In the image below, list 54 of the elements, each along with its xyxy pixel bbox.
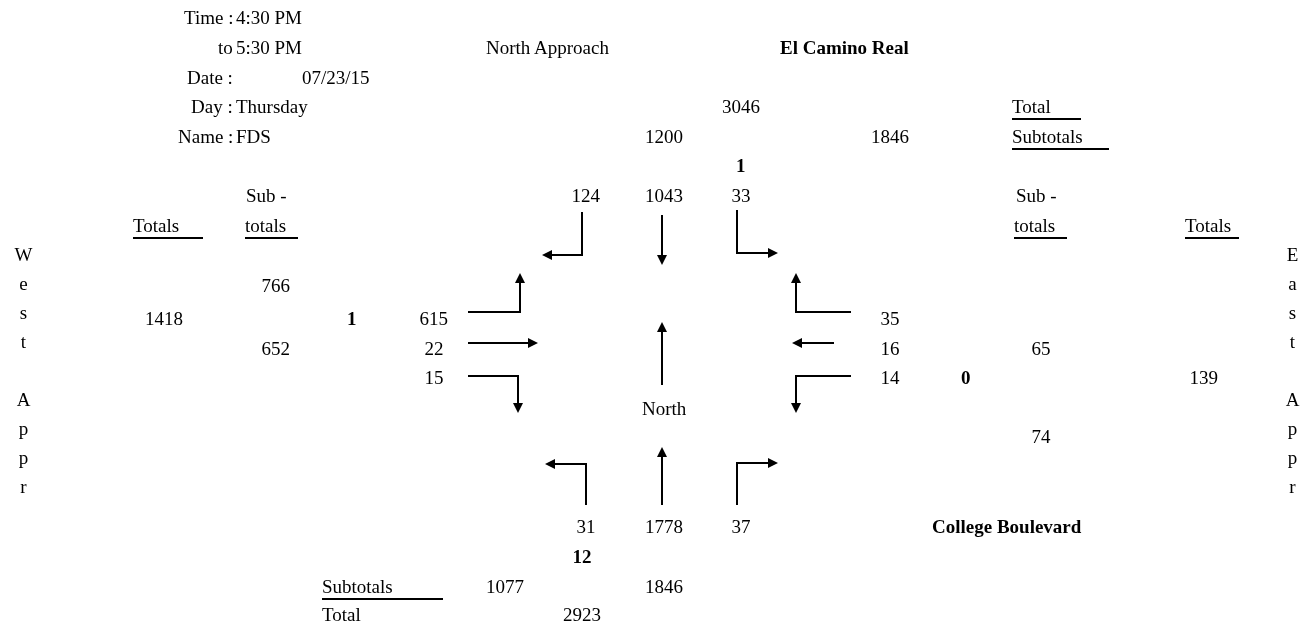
count-value: 1 — [347, 308, 357, 330]
total-count: 2923 — [563, 604, 601, 626]
total-count: 1418 — [145, 308, 183, 330]
count-value: 37 — [731, 516, 751, 538]
count-value: 124 — [571, 185, 600, 207]
field-label: Time : — [184, 7, 234, 29]
count-value: 1778 — [645, 516, 683, 538]
subtotal-count: 1846 — [645, 576, 683, 598]
column-header: Totals — [1185, 215, 1240, 239]
subtotal-count: 766 — [261, 275, 290, 297]
field-value: 4:30 PM — [236, 7, 302, 29]
count-value: 22 — [424, 338, 444, 360]
field-value: Thursday — [236, 96, 308, 118]
total-count: 139 — [1189, 367, 1218, 389]
street-name: College Boulevard — [932, 516, 1082, 538]
count-value: 0 — [961, 367, 971, 389]
subtotal-count: 1200 — [645, 126, 683, 148]
field-label: to — [218, 37, 233, 59]
subtotal-count: 74 — [1031, 426, 1051, 448]
field-value: FDS — [236, 126, 271, 148]
column-header: Sub - — [1016, 185, 1057, 207]
subtotal-count: 1846 — [871, 126, 909, 148]
count-value: 1043 — [645, 185, 683, 207]
subtotal-count: 1077 — [486, 576, 524, 598]
count-value: 615 — [419, 308, 448, 330]
count-value: 15 — [424, 367, 444, 389]
subtotal-count: 65 — [1031, 338, 1051, 360]
column-header: Sub - — [246, 185, 287, 207]
direction-label: North — [642, 398, 687, 420]
count-value: 1 — [736, 155, 746, 177]
column-header: Total — [322, 604, 361, 626]
total-count: 3046 — [722, 96, 760, 118]
count-value: 16 — [880, 338, 900, 360]
count-value: 14 — [880, 367, 900, 389]
street-name: El Camino Real — [780, 37, 909, 59]
field-value: 07/23/15 — [302, 67, 370, 89]
field-value: 5:30 PM — [236, 37, 302, 59]
column-header: Totals — [133, 215, 204, 239]
field-label: Name : — [178, 126, 234, 148]
approach-label: East Appr — [1281, 244, 1303, 505]
approach-label: North Approach — [486, 37, 609, 59]
count-value: 35 — [880, 308, 900, 330]
subtotal-count: 652 — [261, 338, 290, 360]
column-header: Subtotals — [1012, 126, 1109, 150]
column-header: Subtotals — [322, 576, 443, 600]
column-header: totals — [245, 215, 299, 239]
field-label: Day : — [191, 96, 233, 118]
count-value: 33 — [731, 185, 751, 207]
count-value: 31 — [576, 516, 596, 538]
field-label: Date : — [187, 67, 233, 89]
count-value: 12 — [572, 546, 592, 568]
approach-label: West Appr — [12, 244, 34, 505]
column-header: totals — [1014, 215, 1068, 239]
column-header: Total — [1012, 96, 1081, 120]
